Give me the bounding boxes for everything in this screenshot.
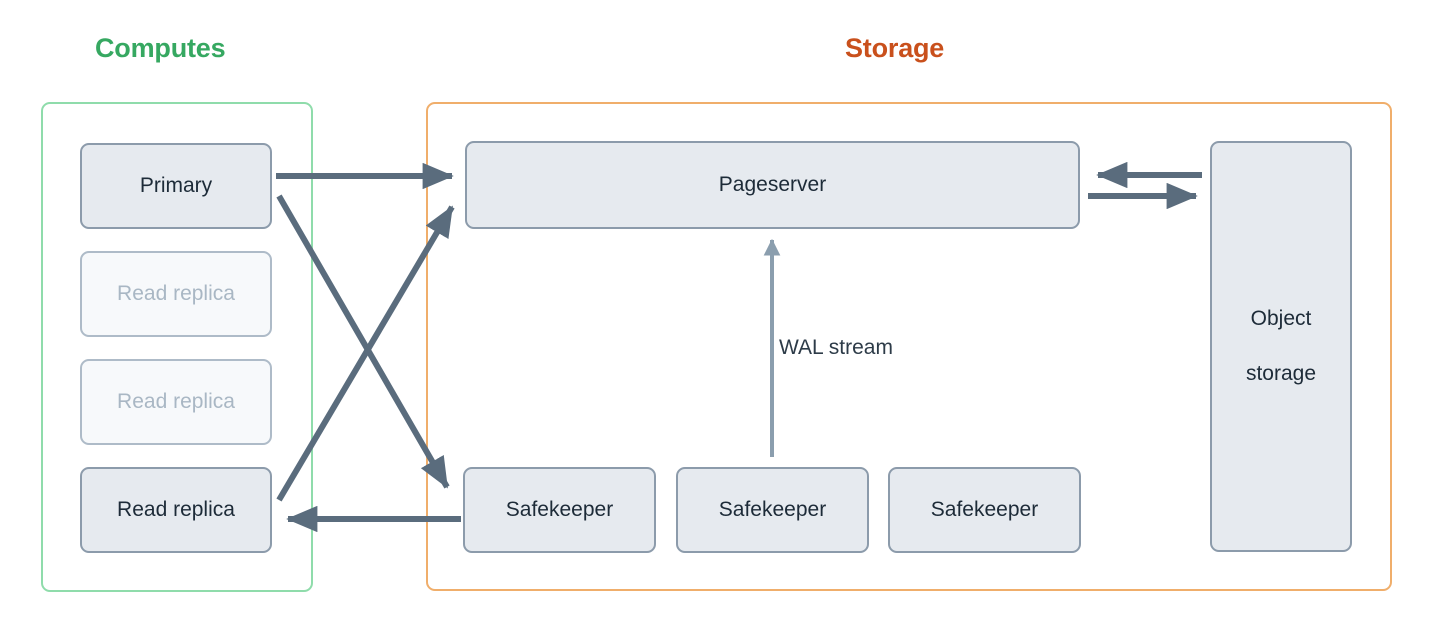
storage-node-safekeeper-3[interactable]: Safekeeper bbox=[888, 467, 1081, 553]
storage-node-pageserver[interactable]: Pageserver bbox=[465, 141, 1080, 229]
storage-node-safekeeper-2[interactable]: Safekeeper bbox=[676, 467, 869, 553]
compute-node-primary[interactable]: Primary bbox=[80, 143, 272, 229]
object-storage-label-line-2: storage bbox=[1245, 361, 1317, 385]
wal-stream-label: WAL stream bbox=[779, 336, 893, 359]
storage-group-title: Storage bbox=[845, 33, 945, 63]
object-storage-label-line-1: Object bbox=[1250, 306, 1312, 330]
compute-node-read-replica-1[interactable]: Read replica bbox=[80, 251, 272, 337]
compute-node-read-replica-3[interactable]: Read replica bbox=[80, 467, 272, 553]
storage-node-object-storage[interactable]: Object storage bbox=[1210, 141, 1352, 552]
storage-node-safekeeper-1[interactable]: Safekeeper bbox=[463, 467, 656, 553]
computes-group-title: Computes bbox=[95, 33, 226, 63]
compute-node-read-replica-2[interactable]: Read replica bbox=[80, 359, 272, 445]
